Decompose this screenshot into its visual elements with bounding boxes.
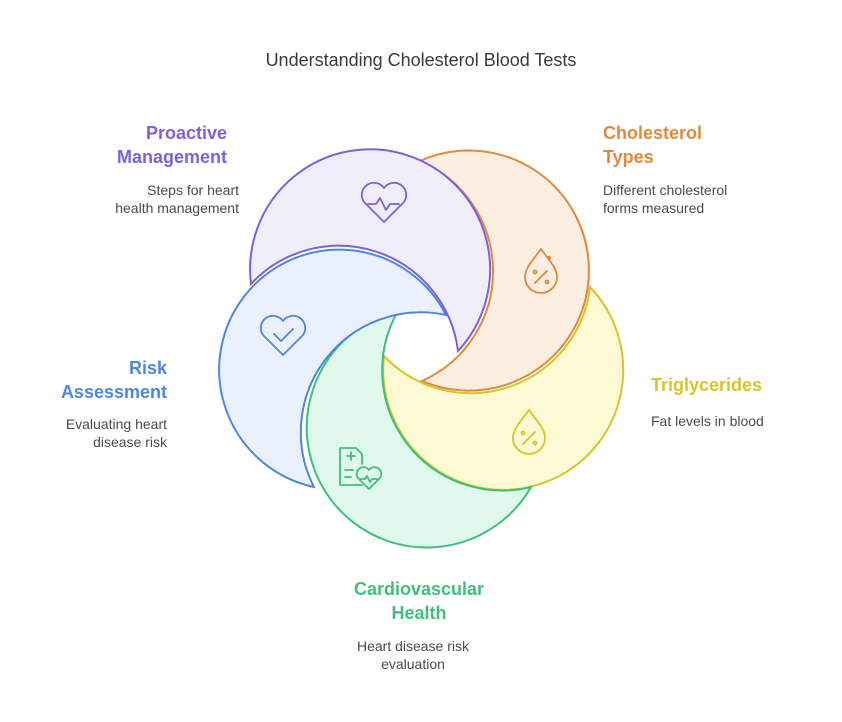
desc-risk-assessment: Evaluating heart disease risk <box>65 416 167 450</box>
desc-cardiovascular-health: Heart disease risk evaluation <box>356 638 470 672</box>
heading-risk-assessment: Risk Assessment <box>60 358 167 402</box>
heading-proactive-management: Proactive Management <box>116 123 227 167</box>
desc-cholesterol-types: Different cholesterol forms measured <box>603 182 728 216</box>
drop-percent-icon <box>512 408 546 455</box>
desc-proactive-management: Steps for heart health management <box>115 182 239 216</box>
petal-cardiovascular-health <box>305 309 534 549</box>
drop-percent-icon <box>524 247 558 294</box>
heart-pulse-icon <box>360 181 408 223</box>
petal-triglycerides <box>382 284 625 491</box>
petal-cholesterol-types <box>417 149 590 392</box>
desc-triglycerides: Fat levels in blood <box>651 413 764 429</box>
petal-risk-assessment <box>218 248 448 489</box>
heading-cholesterol-types: Cholesterol Types <box>603 123 703 167</box>
diagram-title: Understanding Cholesterol Blood Tests <box>265 50 577 70</box>
heading-triglycerides: Triglycerides <box>651 375 763 395</box>
heart-check-icon <box>259 314 307 356</box>
heading-cardiovascular-health: Cardiovascular Health <box>353 579 485 623</box>
medical-report-heart-icon <box>339 447 383 490</box>
petal-proactive-management <box>249 148 492 354</box>
